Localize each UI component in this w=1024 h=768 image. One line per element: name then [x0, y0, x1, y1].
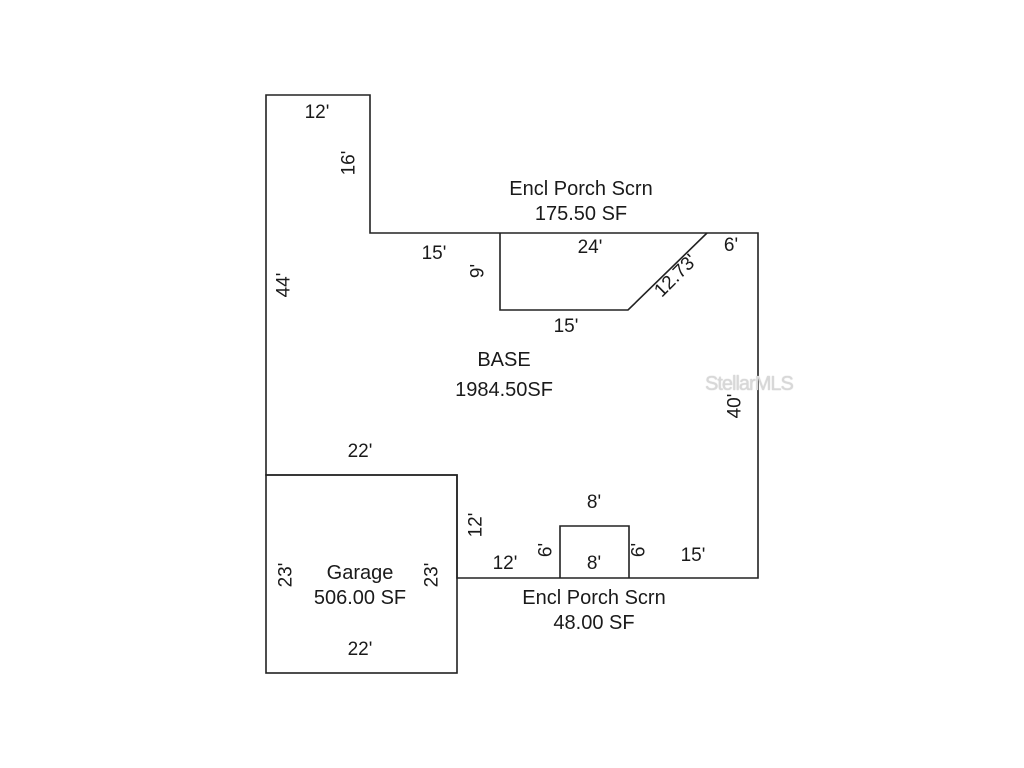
dim-base-lower-vertical: 12': [465, 512, 487, 538]
dim-base-step-horizontal: 15': [421, 243, 447, 264]
dim-porch-bottom-top: 8': [586, 492, 602, 513]
porch-top-name: Encl Porch Scrn: [509, 178, 653, 200]
garage-area: 506.00 SF: [313, 587, 407, 609]
dim-porch-top-top: 24': [577, 237, 603, 258]
dim-base-bottom-left: 12': [492, 553, 518, 574]
dim-base-bottom-right: 15': [680, 545, 706, 566]
dim-porch-bottom-left: 6': [535, 542, 557, 558]
porch-top-area: 175.50 SF: [534, 203, 628, 225]
porch-bottom-name: Encl Porch Scrn: [522, 587, 666, 609]
dim-porch-top-right-gap: 6': [723, 235, 739, 256]
dim-garage-bottom: 22': [347, 639, 373, 660]
dim-porch-bottom-inner: 8': [586, 553, 602, 574]
dim-base-right: 40': [724, 393, 746, 419]
dim-base-garage-top: 22': [347, 441, 373, 462]
area-label-garage: Garage 506.00 SF: [314, 561, 406, 611]
base-area: 1984.50SF: [455, 379, 553, 401]
garage-outline: [265, 474, 458, 674]
dim-porch-bottom-right: 6': [628, 542, 650, 558]
area-label-porch-bottom: Encl Porch Scrn 48.00 SF: [522, 586, 665, 636]
porch-top-outline: [499, 232, 708, 311]
garage-name: Garage: [326, 562, 394, 584]
base-name: BASE: [477, 349, 531, 371]
watermark: StellarMLS: [705, 373, 794, 395]
porch-bottom-area: 48.00 SF: [553, 612, 635, 634]
dim-base-left: 44': [273, 272, 295, 298]
dim-porch-top-bottom: 15': [553, 316, 579, 337]
dim-base-step-vertical: 16': [338, 150, 360, 176]
porch-bottom-outline: [559, 525, 630, 578]
dim-garage-right: 23': [421, 562, 443, 588]
area-label-porch-top: Encl Porch Scrn 175.50 SF: [509, 177, 652, 227]
dim-garage-left: 23': [275, 562, 297, 588]
dim-porch-top-left: 9': [467, 263, 489, 279]
area-label-base: BASE 1984.50SF: [455, 345, 553, 405]
dim-base-top-left: 12': [304, 102, 330, 123]
